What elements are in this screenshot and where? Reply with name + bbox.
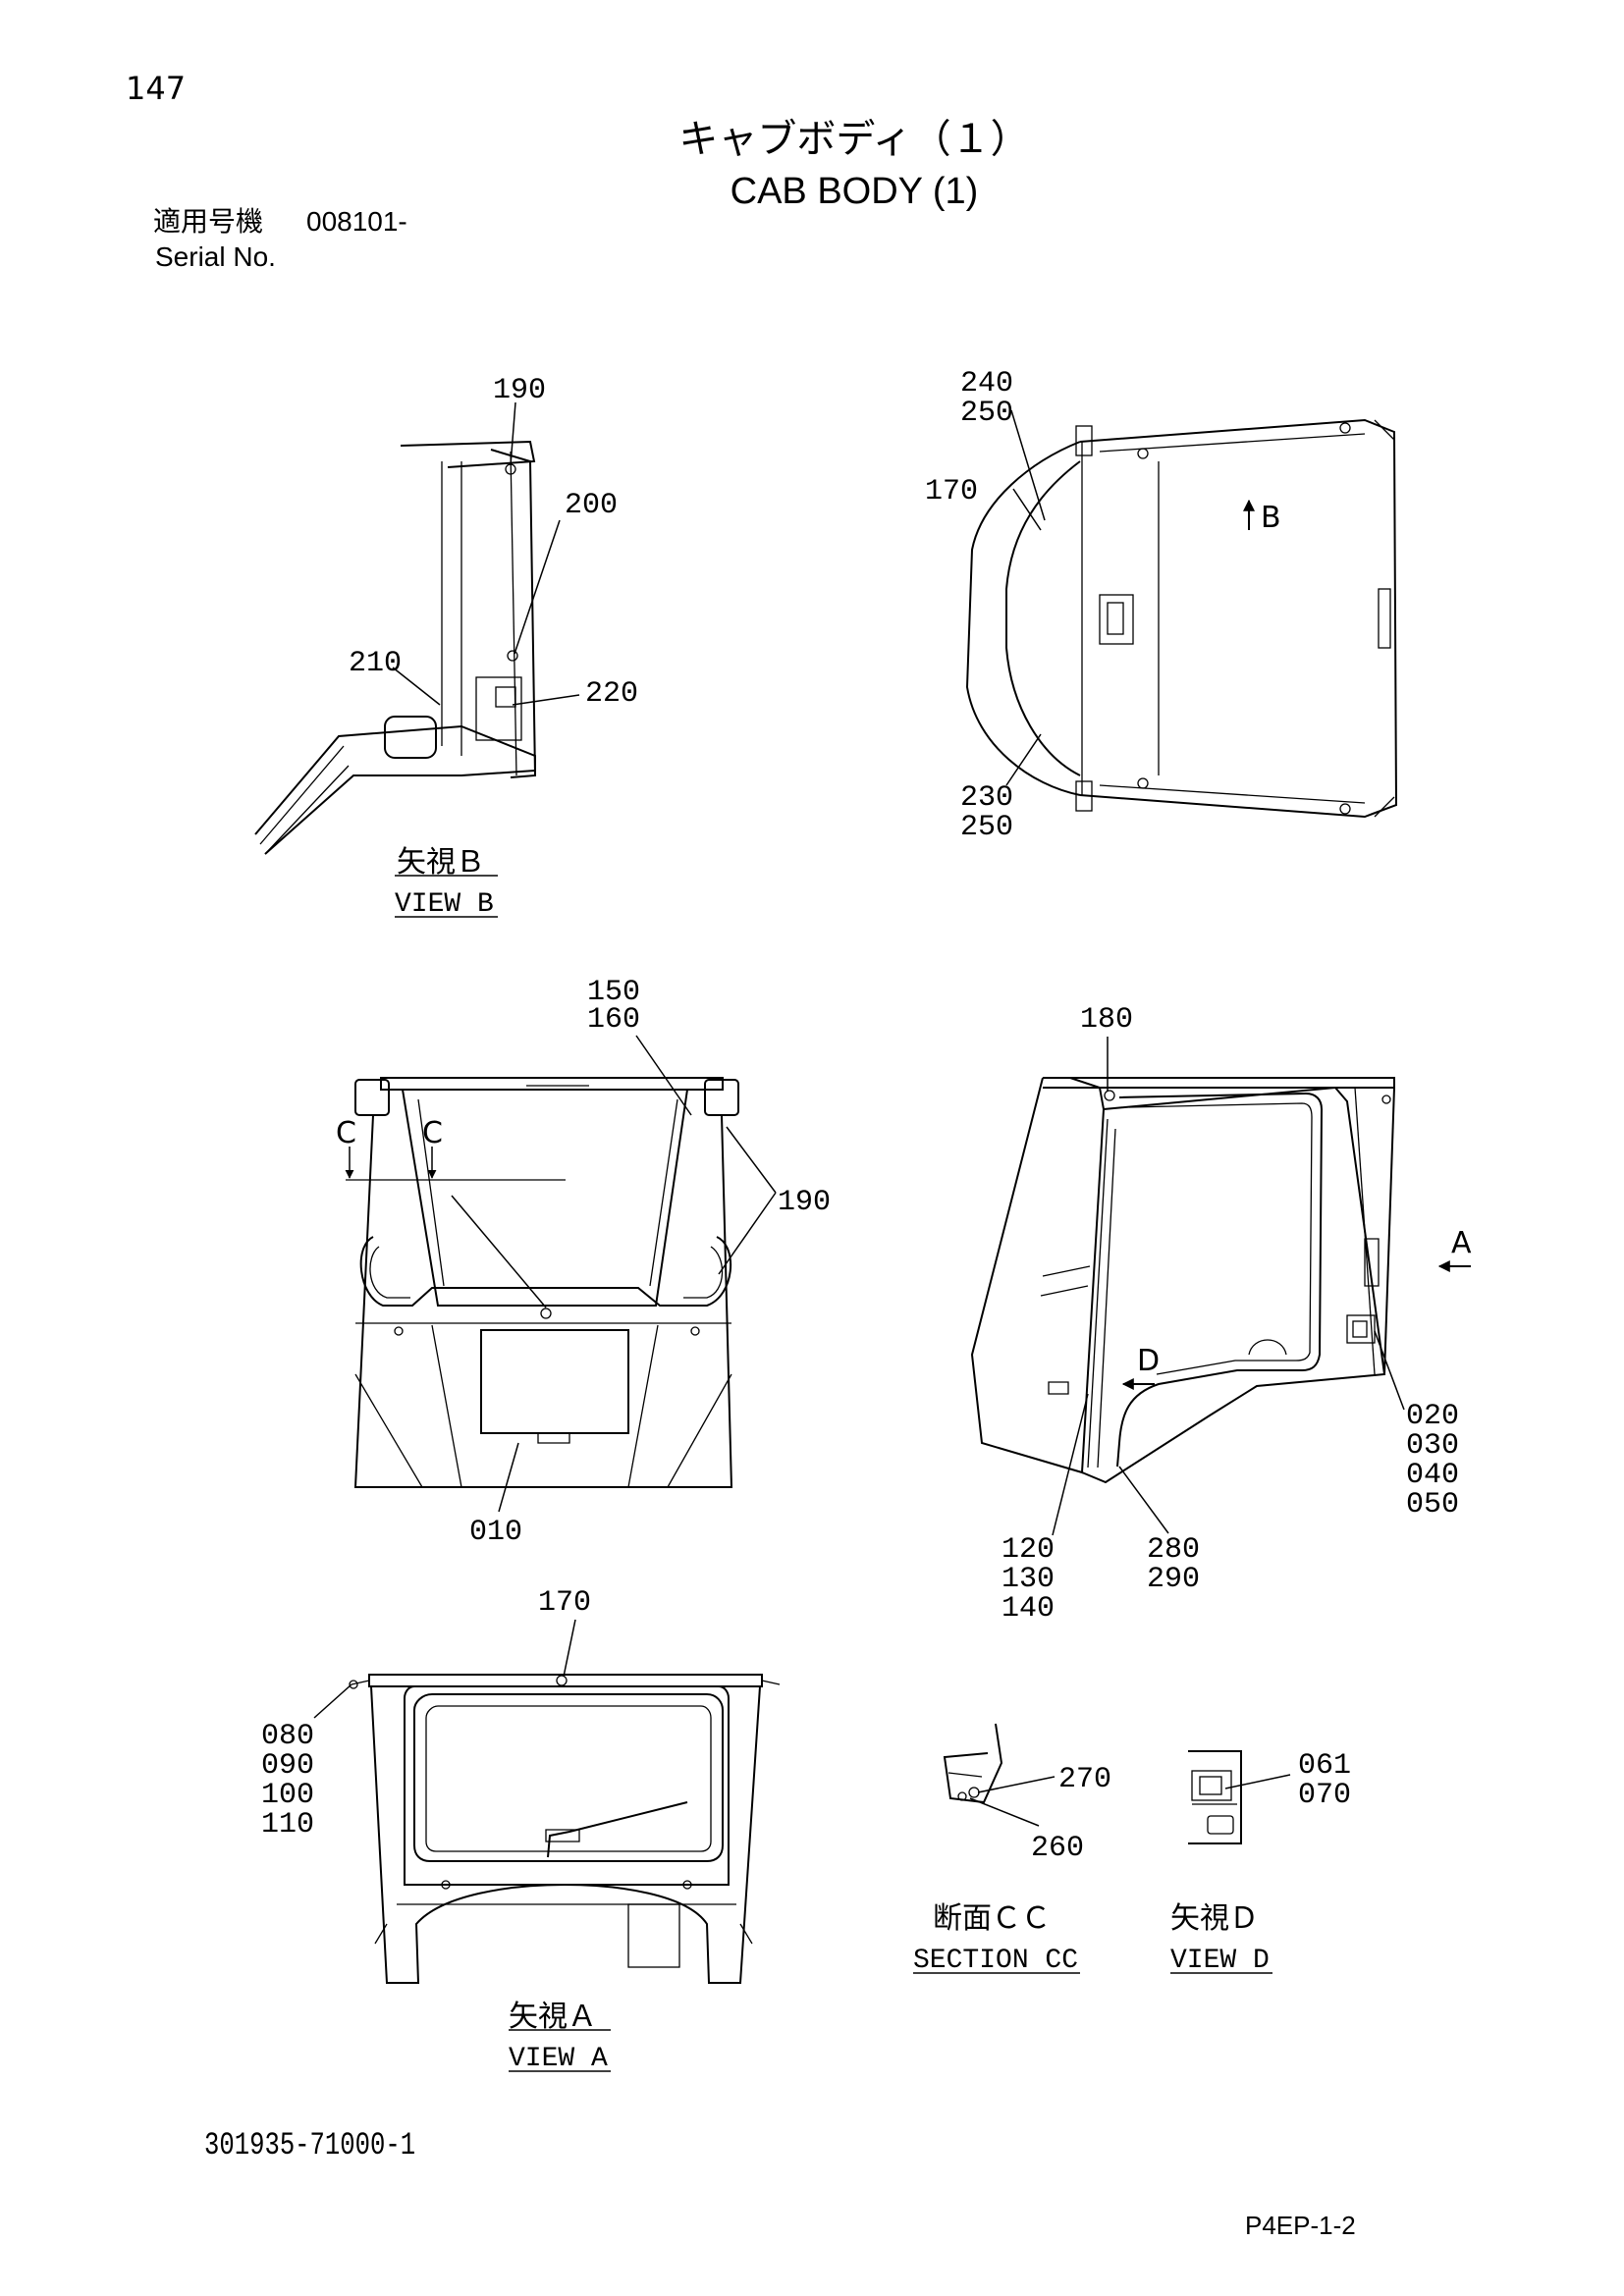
serial-value: 008101- — [306, 206, 407, 237]
section-cc-drawing — [943, 1723, 1003, 1804]
callout-170-view-a: 170 — [538, 1586, 591, 1620]
view-b-caption-english: VIEW B — [395, 889, 494, 920]
callout-020: 020 — [1406, 1400, 1459, 1433]
callout-190-rear: 190 — [778, 1186, 831, 1219]
callout-290: 290 — [1147, 1563, 1200, 1596]
view-a-caption-japanese: 矢視Ａ — [509, 2000, 597, 2034]
view-b-drawing — [254, 440, 537, 855]
callout-010: 010 — [469, 1516, 522, 1549]
rear-view-section-arrows — [345, 1147, 437, 1179]
callout-150: 150 — [587, 976, 640, 1009]
callout-230: 230 — [960, 781, 1013, 815]
callout-110: 110 — [261, 1808, 314, 1842]
callout-130: 130 — [1001, 1563, 1055, 1596]
title-english: CAB BODY (1) — [730, 171, 979, 212]
view-a-underline — [509, 2029, 611, 2072]
top-view-leaders — [1005, 409, 1046, 786]
side-view-leaders — [1052, 1037, 1405, 1536]
side-view-arrow-d: D — [1137, 1344, 1160, 1378]
document-number: 301935-71000-1 — [204, 2127, 416, 2163]
view-a-drawing — [349, 1674, 781, 1984]
section-cc-leaders — [969, 1776, 1056, 1827]
section-cc-caption-english: SECTION CC — [913, 1946, 1078, 1976]
callout-080: 080 — [261, 1720, 314, 1753]
callout-070: 070 — [1298, 1779, 1351, 1812]
callout-160: 160 — [587, 1003, 640, 1037]
callout-170-top: 170 — [925, 475, 978, 508]
callout-200: 200 — [565, 489, 618, 522]
callout-180: 180 — [1080, 1003, 1133, 1037]
serial-label-english: Serial No. — [155, 241, 276, 272]
view-d-caption-japanese: 矢視Ｄ — [1170, 1901, 1259, 1936]
rear-view-leaders — [451, 1035, 777, 1513]
callout-050: 050 — [1406, 1488, 1459, 1522]
view-a-leaders — [313, 1619, 576, 1719]
side-view-arrow-a: A — [1451, 1226, 1472, 1260]
view-d-leader — [1224, 1774, 1291, 1789]
top-view-drawing — [965, 418, 1398, 819]
section-mark-c-right: C — [422, 1116, 443, 1150]
callout-210: 210 — [349, 647, 402, 680]
callout-250-bottom: 250 — [960, 811, 1013, 844]
callout-270: 270 — [1058, 1763, 1111, 1796]
callout-030: 030 — [1406, 1429, 1459, 1463]
callout-040: 040 — [1406, 1459, 1459, 1492]
callout-090: 090 — [261, 1749, 314, 1783]
sheet-id: P4EP-1-2 — [1245, 2211, 1356, 2240]
callout-061: 061 — [1298, 1749, 1351, 1783]
callout-250-top: 250 — [960, 397, 1013, 430]
view-d-drawing — [1188, 1750, 1242, 1844]
callout-100: 100 — [261, 1779, 314, 1812]
section-cc-caption-japanese: 断面ＣＣ — [933, 1901, 1051, 1936]
callout-120: 120 — [1001, 1533, 1055, 1567]
section-mark-c-left: C — [336, 1116, 356, 1150]
rear-view-drawing — [346, 1077, 739, 1488]
callout-260: 260 — [1031, 1832, 1084, 1865]
top-view-arrow-b: B — [1261, 501, 1281, 535]
callout-220: 220 — [585, 677, 638, 711]
callout-240: 240 — [960, 367, 1013, 400]
callout-190-view-b: 190 — [493, 374, 546, 407]
title-japanese: キャブボディ（１） — [678, 117, 1030, 162]
side-view-drawing — [970, 1077, 1471, 1484]
page-number: 147 — [126, 70, 187, 107]
callout-280: 280 — [1147, 1533, 1200, 1567]
view-b-underline — [395, 875, 498, 918]
view-d-caption-english: VIEW D — [1170, 1946, 1270, 1976]
view-b-leaders — [392, 401, 580, 706]
callout-140: 140 — [1001, 1592, 1055, 1626]
serial-label-japanese: 適用号機 — [153, 205, 264, 238]
view-a-caption-english: VIEW A — [509, 2044, 608, 2074]
view-b-caption-japanese: 矢視Ｂ — [397, 845, 485, 880]
